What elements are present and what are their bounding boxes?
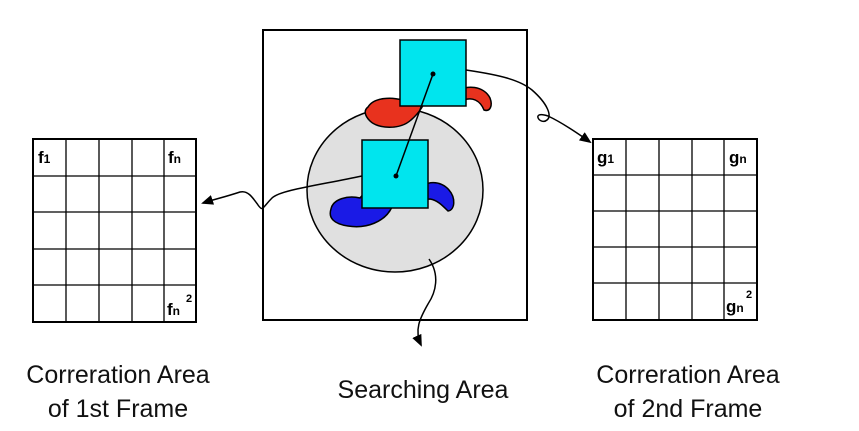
frame1-cell-fn: fn bbox=[168, 148, 181, 167]
frame1-cell-f1: f1 bbox=[38, 148, 51, 167]
searching-area-caption-text: Searching Area bbox=[337, 376, 509, 404]
arrow-to-frame2 bbox=[465, 69, 592, 144]
frame1-caption-line2: of 1st Frame bbox=[47, 395, 189, 423]
frame1-caption: Correration Area of 1st Frame bbox=[8, 358, 228, 426]
frame1-caption-line1: Correration Area bbox=[26, 361, 210, 389]
frame2-cell-gn: gn bbox=[729, 148, 747, 167]
arrow-to-frame1 bbox=[201, 175, 363, 210]
frame1-grid: f1 fn fn 2 bbox=[32, 138, 197, 323]
frame2-caption-line1: Correration Area bbox=[596, 361, 780, 389]
frame2-cell-g1: g1 bbox=[597, 148, 614, 167]
frame2-grid: g1 gn gn 2 bbox=[592, 138, 758, 321]
arrow-to-searching-caption bbox=[412, 258, 437, 347]
frame2-caption: Correration Area of 2nd Frame bbox=[578, 358, 798, 426]
frame2-caption-line2: of 2nd Frame bbox=[613, 395, 763, 423]
searching-area-caption: Searching Area bbox=[318, 373, 528, 407]
frame1-cell-fn2-sup: 2 bbox=[186, 293, 192, 305]
frame2-cell-gn2: gn bbox=[726, 297, 744, 316]
frame2-cell-gn2-sup: 2 bbox=[746, 289, 752, 301]
frame1-cell-fn2: fn bbox=[167, 300, 180, 319]
motion-line bbox=[395, 73, 434, 177]
